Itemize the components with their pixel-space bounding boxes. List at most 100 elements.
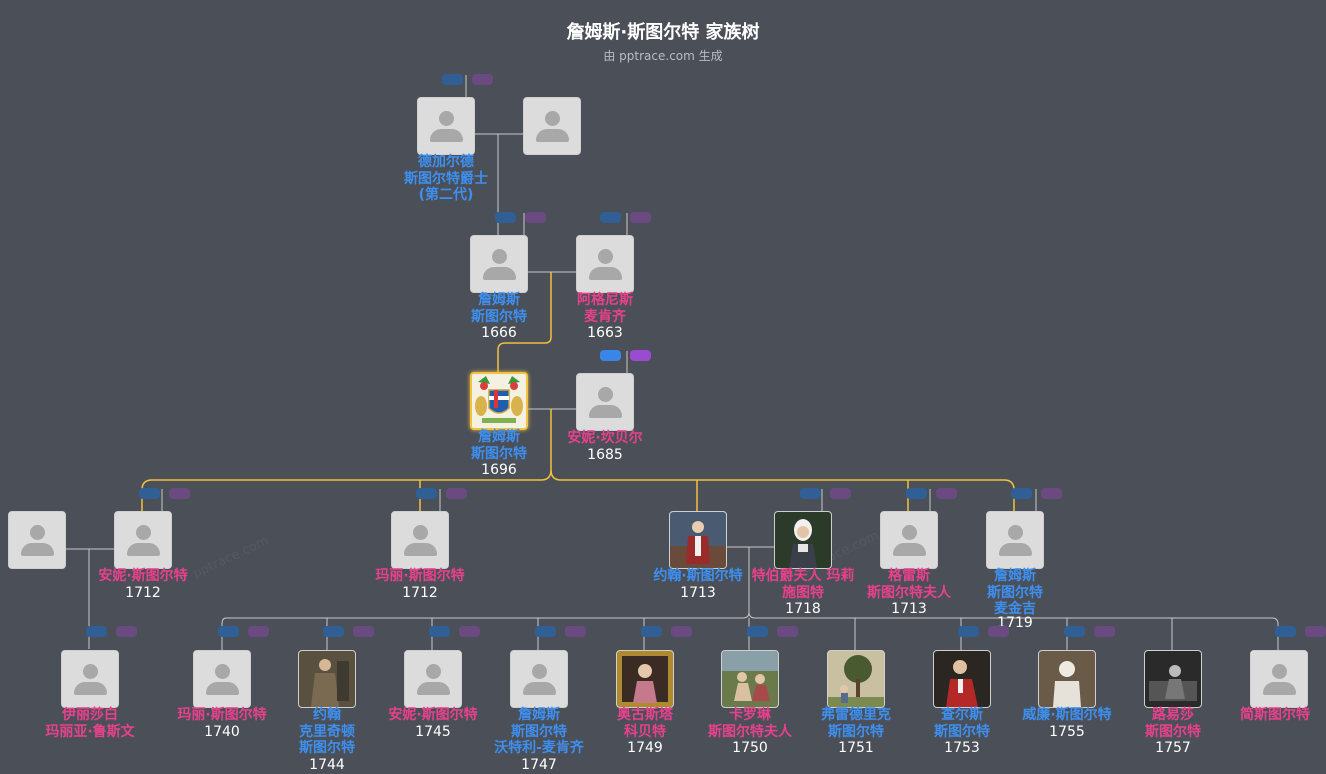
expand-mother-button[interactable]	[459, 626, 480, 637]
expand-mother-button[interactable]	[1041, 488, 1062, 499]
person-card[interactable]: 简斯图尔特	[1240, 650, 1310, 723]
expand-mother-button[interactable]	[777, 626, 798, 637]
expand-father-button[interactable]	[429, 626, 450, 637]
expand-mother-button[interactable]	[472, 74, 493, 85]
expand-mother-button[interactable]	[169, 488, 190, 499]
avatar-placeholder-icon	[470, 235, 528, 293]
expand-father-button[interactable]	[442, 74, 463, 85]
expand-mother-button[interactable]	[525, 212, 546, 223]
avatar-placeholder-icon	[880, 511, 938, 569]
expand-father-button[interactable]	[323, 626, 344, 637]
person-name: 简斯图尔特	[1240, 707, 1310, 723]
person-card[interactable]: 德加尔德斯图尔特爵士(第二代)	[404, 97, 488, 203]
expand-father-button[interactable]	[800, 488, 821, 499]
portrait-bw-icon	[1144, 650, 1202, 708]
expand-father-button[interactable]	[1011, 488, 1032, 499]
expand-mother-button[interactable]	[446, 488, 467, 499]
expand-father-button[interactable]	[600, 350, 621, 361]
expand-mother-button[interactable]	[1305, 626, 1326, 637]
expand-father-button[interactable]	[139, 488, 160, 499]
expand-mother-button[interactable]	[1094, 626, 1115, 637]
expand-father-button[interactable]	[535, 626, 556, 637]
person-card[interactable]	[523, 97, 581, 155]
avatar-placeholder-icon	[1250, 650, 1308, 708]
expand-mother-button[interactable]	[565, 626, 586, 637]
avatar-placeholder-icon	[404, 650, 462, 708]
expand-mother-button[interactable]	[116, 626, 137, 637]
avatar-placeholder-icon	[114, 511, 172, 569]
avatar-placeholder-icon	[523, 97, 581, 155]
avatar-placeholder-icon	[417, 97, 475, 155]
avatar-placeholder-icon	[391, 511, 449, 569]
expand-mother-button[interactable]	[936, 488, 957, 499]
expand-father-button[interactable]	[958, 626, 979, 637]
avatar-placeholder-icon	[61, 650, 119, 708]
person-name: 德加尔德斯图尔特爵士(第二代)	[404, 154, 488, 203]
portrait-statue-icon	[1038, 650, 1096, 708]
chart-header: 詹姆斯·斯图尔特 家族树 由 pptrace.com 生成	[0, 18, 1326, 64]
expand-father-button[interactable]	[495, 212, 516, 223]
portrait-dark-icon	[298, 650, 356, 708]
person-card[interactable]: 伊丽莎白玛丽亚·鲁斯文	[45, 650, 135, 740]
person-name: 伊丽莎白玛丽亚·鲁斯文	[45, 707, 135, 740]
expand-mother-button[interactable]	[988, 626, 1009, 637]
portrait-officer-icon	[669, 511, 727, 569]
expand-father-button[interactable]	[600, 212, 621, 223]
expand-father-button[interactable]	[641, 626, 662, 637]
expand-mother-button[interactable]	[248, 626, 269, 637]
expand-mother-button[interactable]	[671, 626, 692, 637]
expand-father-button[interactable]	[906, 488, 927, 499]
expand-mother-button[interactable]	[830, 488, 851, 499]
expand-mother-button[interactable]	[630, 350, 651, 361]
expand-mother-button[interactable]	[353, 626, 374, 637]
portrait-tree-icon	[827, 650, 885, 708]
expand-father-button[interactable]	[218, 626, 239, 637]
expand-father-button[interactable]	[747, 626, 768, 637]
coat-of-arms-icon	[470, 372, 528, 430]
expand-father-button[interactable]	[1275, 626, 1296, 637]
expand-father-button[interactable]	[1064, 626, 1085, 637]
expand-mother-button[interactable]	[630, 212, 651, 223]
avatar-placeholder-icon	[576, 373, 634, 431]
person-card[interactable]	[8, 511, 66, 569]
portrait-lady-icon	[774, 511, 832, 569]
expand-father-button[interactable]	[416, 488, 437, 499]
avatar-placeholder-icon	[193, 650, 251, 708]
expand-father-button[interactable]	[86, 626, 107, 637]
portrait-red-icon	[933, 650, 991, 708]
page-subtitle: 由 pptrace.com 生成	[603, 49, 723, 63]
